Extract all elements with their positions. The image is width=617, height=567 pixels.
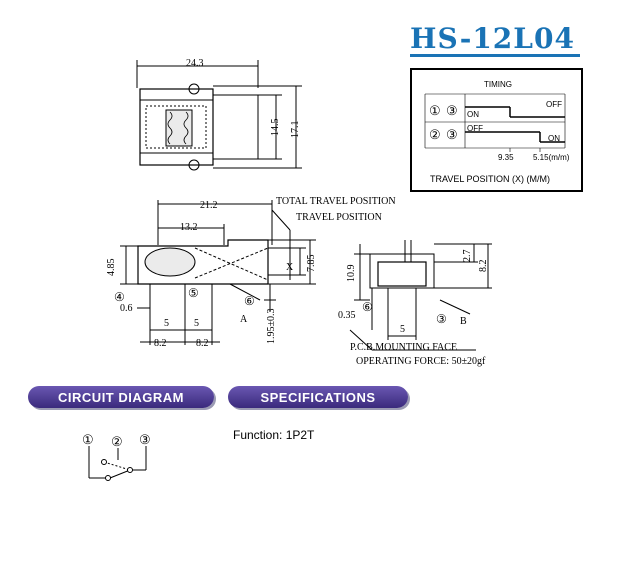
circuit-schematic xyxy=(88,446,147,481)
dim-pitch-b: 5 xyxy=(194,318,199,329)
timing-row1-on: ON xyxy=(467,110,479,119)
model-title: HS-12L04 xyxy=(410,22,575,55)
circuit-diagram-header: CIRCUIT DIAGRAM xyxy=(28,386,214,408)
dim-pin-span-a: 8.2 xyxy=(154,338,167,349)
label-travel-position: TRAVEL POSITION xyxy=(296,212,382,223)
point-a: A xyxy=(240,314,248,325)
dim-side-w2: 13.2 xyxy=(180,222,198,233)
circuit-pin-1: ① xyxy=(82,432,94,447)
dim-top-width: 24.3 xyxy=(186,58,204,69)
point-b: B xyxy=(460,316,467,327)
dim-side-w1: 21.2 xyxy=(200,200,218,211)
dim-travel-h: 7.85 xyxy=(306,254,317,273)
dim-end-offset: 0.35 xyxy=(338,310,356,321)
label-pcb-face: P.C.B.MOUNTING FACE xyxy=(350,342,458,353)
dim-pin-offset: 0.6 xyxy=(120,303,133,314)
dim-end-h2: 2.7 xyxy=(462,249,473,263)
timing-row2-on: ON xyxy=(548,134,560,143)
dim-pin-span-b: 8.2 xyxy=(196,338,209,349)
timing-tick-b: 5.15(m/m) xyxy=(533,153,570,162)
callout-3-end: ③ xyxy=(436,312,447,326)
specifications-header: SPECIFICATIONS xyxy=(228,386,408,408)
dim-pitch-a: 5 xyxy=(164,318,169,329)
circuit-pin-3: ③ xyxy=(139,432,151,447)
callout-5: ⑤ xyxy=(188,286,199,300)
spec-function: Function: 1P2T xyxy=(233,428,315,442)
dim-pcb-gap: 1.95±0.3 xyxy=(266,308,277,345)
side-view xyxy=(120,200,316,345)
timing-row1-pin-b: ③ xyxy=(446,103,458,118)
dim-end-pitch: 5 xyxy=(400,324,405,335)
timing-caption: TRAVEL POSITION (X) (M/M) xyxy=(430,174,551,184)
dim-side-h: 4.85 xyxy=(106,258,117,277)
timing-row2-pin-b: ③ xyxy=(446,127,458,142)
timing-row2-pin-a: ② xyxy=(429,127,441,142)
label-operating-force: OPERATING FORCE: 50±20gf xyxy=(356,356,486,367)
dim-end-h1: 10.9 xyxy=(346,264,357,283)
title-underline xyxy=(410,54,580,57)
timing-chart-frame xyxy=(410,68,583,192)
timing-row1-off: OFF xyxy=(546,100,562,109)
top-view xyxy=(136,60,302,171)
dim-top-h2: 17.1 xyxy=(290,120,301,139)
label-total-travel: TOTAL TRAVEL POSITION xyxy=(276,196,396,207)
callout-6-side: ⑥ xyxy=(244,294,255,308)
timing-tick-a: 9.35 xyxy=(498,153,514,162)
dim-travel-x: X xyxy=(286,262,294,273)
timing-row2-off: OFF xyxy=(467,124,483,133)
dim-end-h3: 8.2 xyxy=(478,259,489,273)
end-view xyxy=(349,240,492,351)
timing-row1-pin-a: ① xyxy=(429,103,441,118)
circuit-pin-2: ② xyxy=(111,434,123,449)
dim-top-h1: 14.5 xyxy=(270,118,281,137)
callout-4: ④ xyxy=(114,290,125,304)
timing-title: TIMING xyxy=(484,80,512,89)
callout-6-end: ⑥ xyxy=(362,300,373,314)
